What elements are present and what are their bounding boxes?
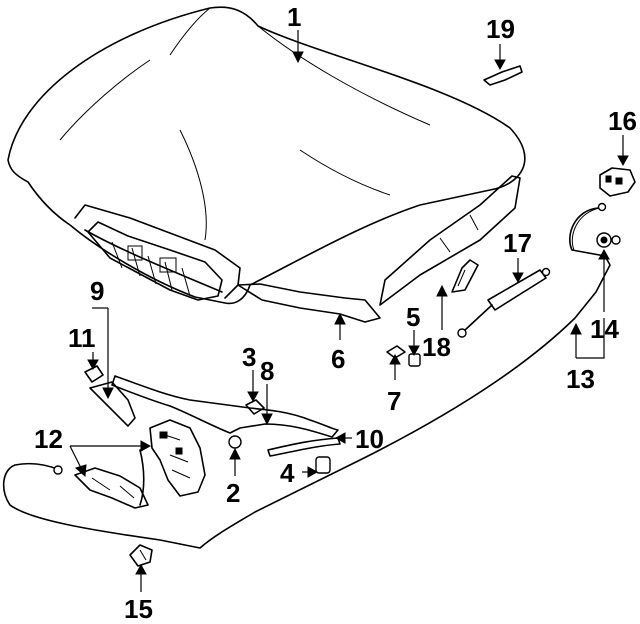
part-14-clip	[596, 232, 621, 248]
callout-13: 13	[566, 364, 595, 394]
callout-10: 10	[355, 424, 384, 454]
part-16-latch	[599, 167, 636, 197]
callout-16: 16	[608, 106, 637, 136]
callout-5: 5	[406, 302, 420, 332]
part-19-bracket	[483, 65, 523, 86]
callout-4: 4	[280, 458, 295, 488]
callout-6: 6	[331, 344, 345, 374]
part-8-seal-strip	[111, 375, 339, 438]
callout-15: 15	[124, 594, 153, 624]
callout-19: 19	[486, 14, 515, 44]
part-15-release-handle	[129, 544, 153, 567]
part-7-clip	[386, 345, 406, 359]
callout-7: 7	[387, 386, 401, 416]
part-2-bumper-stop	[228, 435, 242, 449]
part-10-rod	[267, 437, 341, 457]
callout-1: 1	[287, 2, 301, 32]
part-12-latch-assembly	[74, 419, 206, 509]
callout-8: 8	[260, 356, 274, 386]
part-18-strut-bracket	[451, 259, 479, 293]
part-5-clip	[408, 353, 421, 367]
hood-panel	[7, 6, 526, 323]
callout-2: 2	[226, 478, 240, 508]
callout-17: 17	[503, 228, 532, 258]
callout-18: 18	[422, 332, 451, 362]
part-3-clip	[245, 399, 265, 415]
callout-12: 12	[34, 424, 63, 454]
part-9-seal	[89, 381, 136, 427]
callout-11: 11	[68, 323, 96, 353]
part-17-gas-strut	[457, 267, 551, 338]
part-13-release-cable	[2, 202, 611, 549]
leader-lines	[69, 30, 629, 592]
callout-9: 9	[90, 276, 104, 306]
part-4-bumper	[315, 456, 331, 474]
callout-14: 14	[590, 314, 619, 344]
callout-3: 3	[242, 342, 256, 372]
callout-numbers: 1 19 16 17 5 18 6 14 13 7 9 11 3 8 10 12…	[34, 2, 637, 624]
part-11-clip	[84, 365, 104, 383]
